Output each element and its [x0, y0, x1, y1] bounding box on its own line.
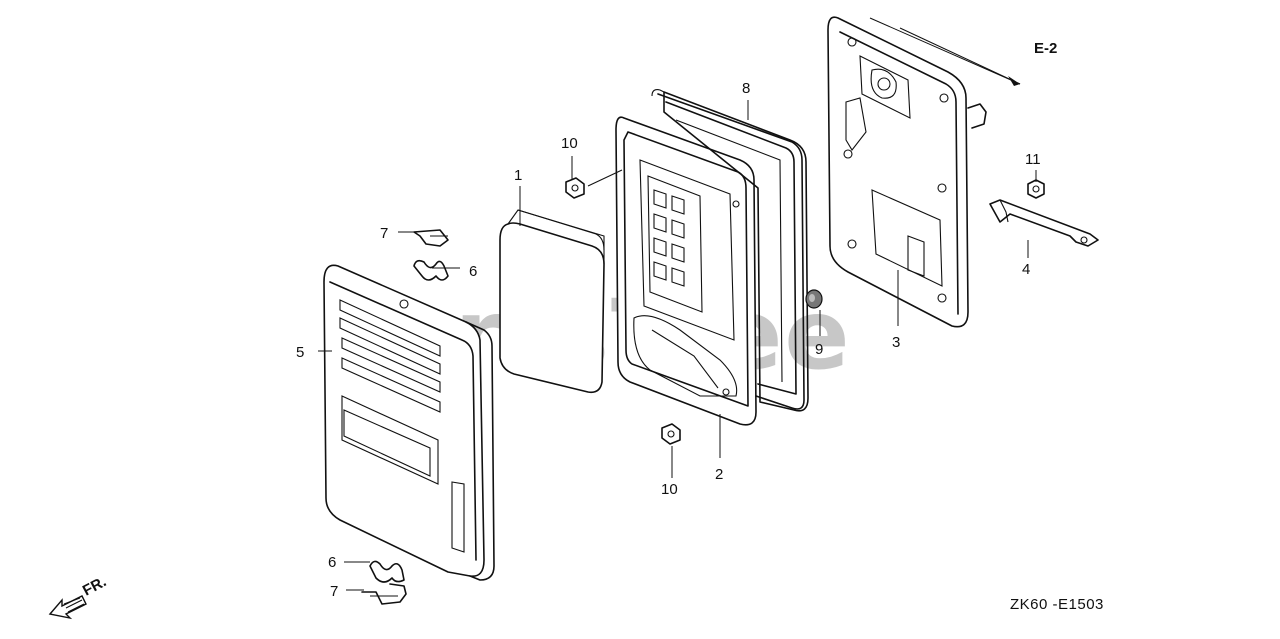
- part-spring-6-top[interactable]: [413, 259, 449, 281]
- callout-10-top: 10: [561, 135, 578, 152]
- part-cover-5[interactable]: [323, 264, 495, 581]
- callout-1: 1: [514, 167, 522, 184]
- callout-3: 3: [892, 334, 900, 351]
- part-base-3[interactable]: [827, 16, 987, 328]
- part-nut-10-top[interactable]: [565, 177, 585, 199]
- callout-11: 11: [1025, 151, 1041, 168]
- part-nut-10-bottom[interactable]: [661, 423, 681, 445]
- part-gasket-8[interactable]: [651, 89, 809, 412]
- part-clip-7-bottom[interactable]: [361, 583, 407, 605]
- callout-4: 4: [1022, 261, 1030, 278]
- front-direction-label: FR.: [80, 573, 109, 599]
- callout-8: 8: [742, 80, 750, 97]
- part-nut-11[interactable]: [1027, 179, 1045, 199]
- leader-lines: [318, 17, 1037, 591]
- callout-2: 2: [715, 466, 723, 483]
- callout-7-bottom: 7: [330, 583, 338, 600]
- part-stay-4[interactable]: [989, 199, 1099, 247]
- reference-label[interactable]: E-2: [1034, 40, 1057, 57]
- part-case-2[interactable]: [615, 116, 757, 426]
- part-clip-7-top[interactable]: [413, 229, 449, 247]
- front-direction-arrow-icon: [48, 595, 87, 620]
- part-grommet-9[interactable]: [805, 289, 823, 309]
- callout-5: 5: [296, 344, 304, 361]
- drawing-code: ZK60 -E1503: [1010, 596, 1104, 613]
- callout-6-bottom: 6: [328, 554, 336, 571]
- callout-9: 9: [815, 341, 823, 358]
- callout-6-top: 6: [469, 263, 477, 280]
- callout-10-bottom: 10: [661, 481, 678, 498]
- callout-7-top: 7: [380, 225, 388, 242]
- part-element-1[interactable]: [499, 209, 605, 394]
- part-spring-6-bottom[interactable]: [369, 560, 405, 583]
